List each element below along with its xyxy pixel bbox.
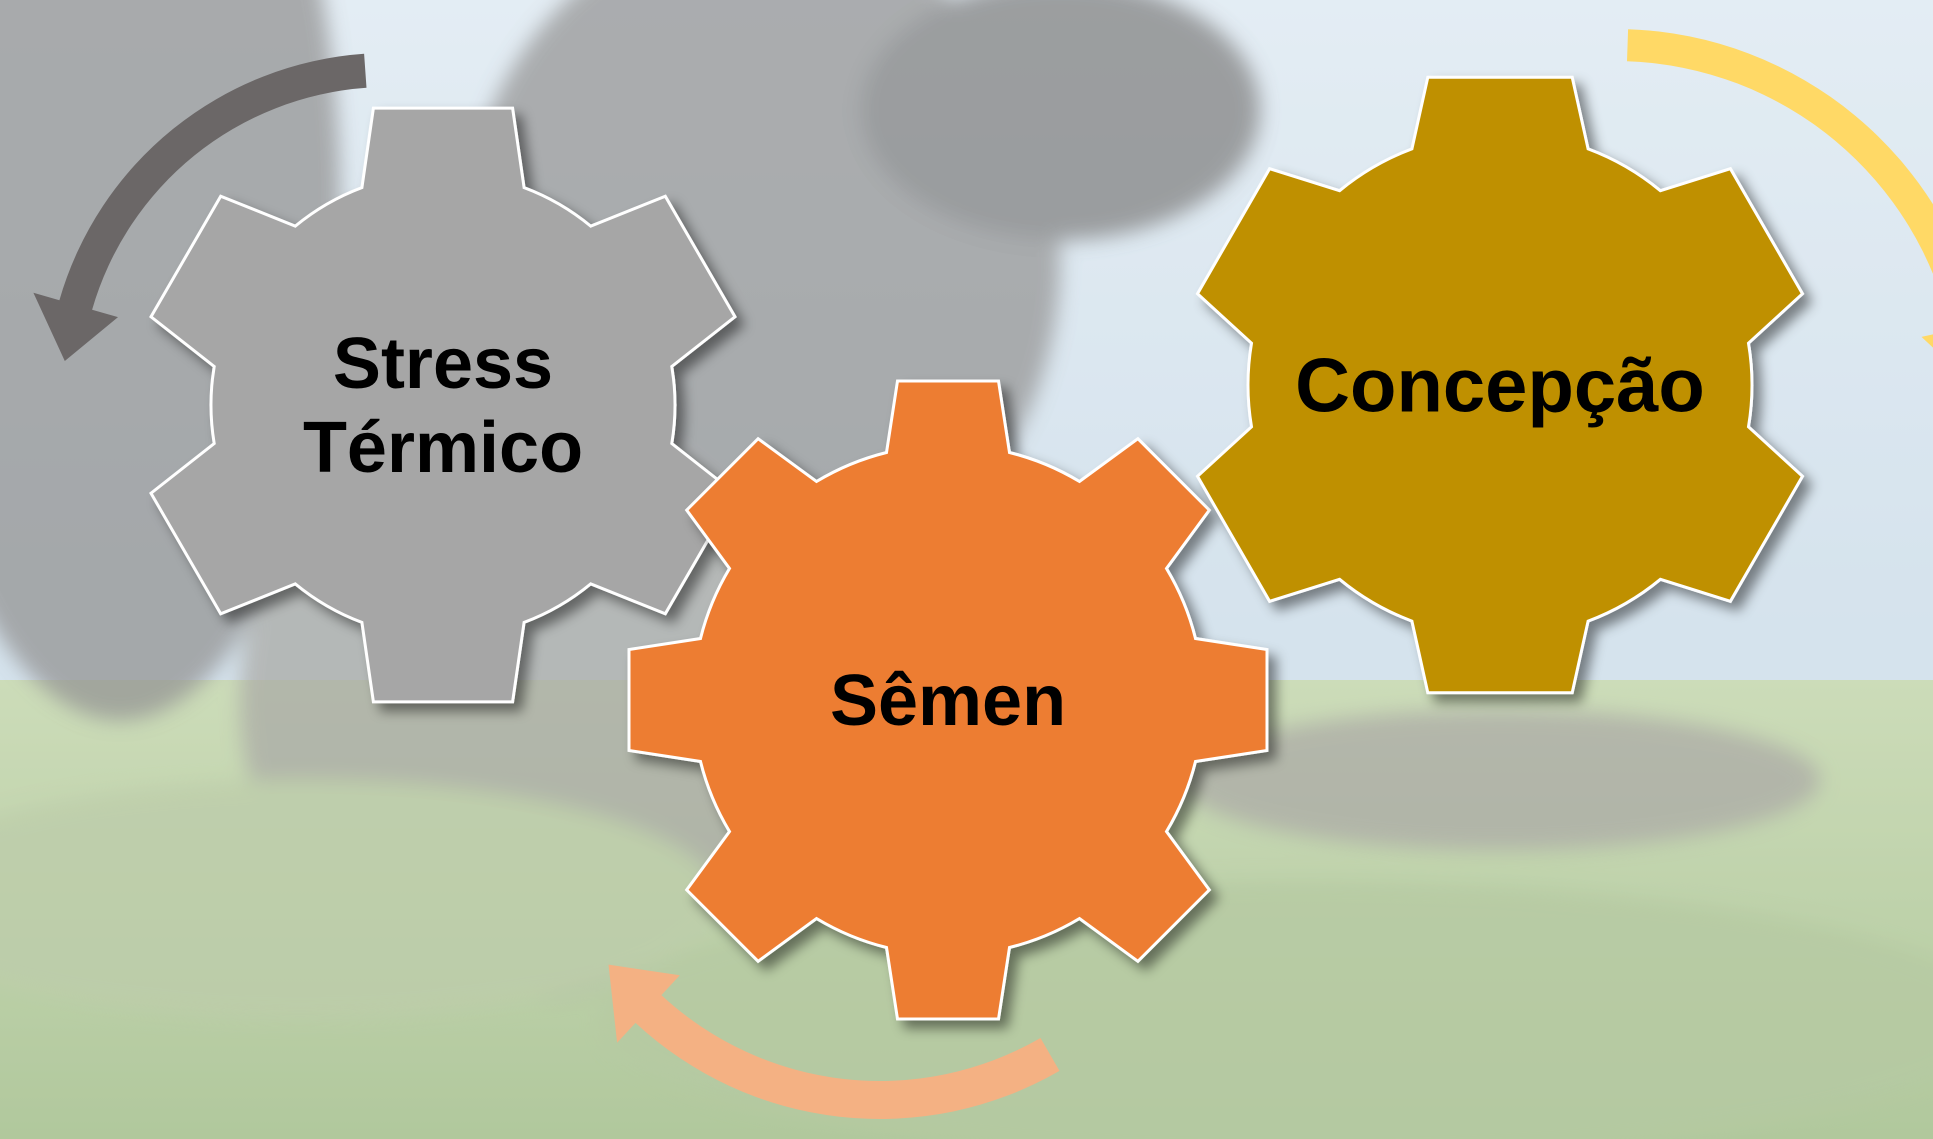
gear-label-stress-line-1: Stress bbox=[333, 324, 553, 404]
gear-shape-concepcao bbox=[1195, 75, 1805, 695]
gear-label-concepcao-line-1: Concepção bbox=[1295, 344, 1705, 429]
semen-arrow bbox=[608, 964, 1060, 1120]
gear-concepcao: Concepção bbox=[1195, 75, 1805, 695]
gear-label-semen-line-1: Sêmen bbox=[830, 661, 1066, 741]
gear-shape-semen bbox=[627, 379, 1269, 1021]
concepcao-arrow bbox=[1627, 29, 1933, 348]
gear-semen: Sêmen bbox=[627, 379, 1269, 1021]
gear-label-stress-line-2: Térmico bbox=[303, 408, 583, 488]
stress-arrow bbox=[33, 53, 367, 362]
gear-shape-stress bbox=[149, 106, 737, 704]
